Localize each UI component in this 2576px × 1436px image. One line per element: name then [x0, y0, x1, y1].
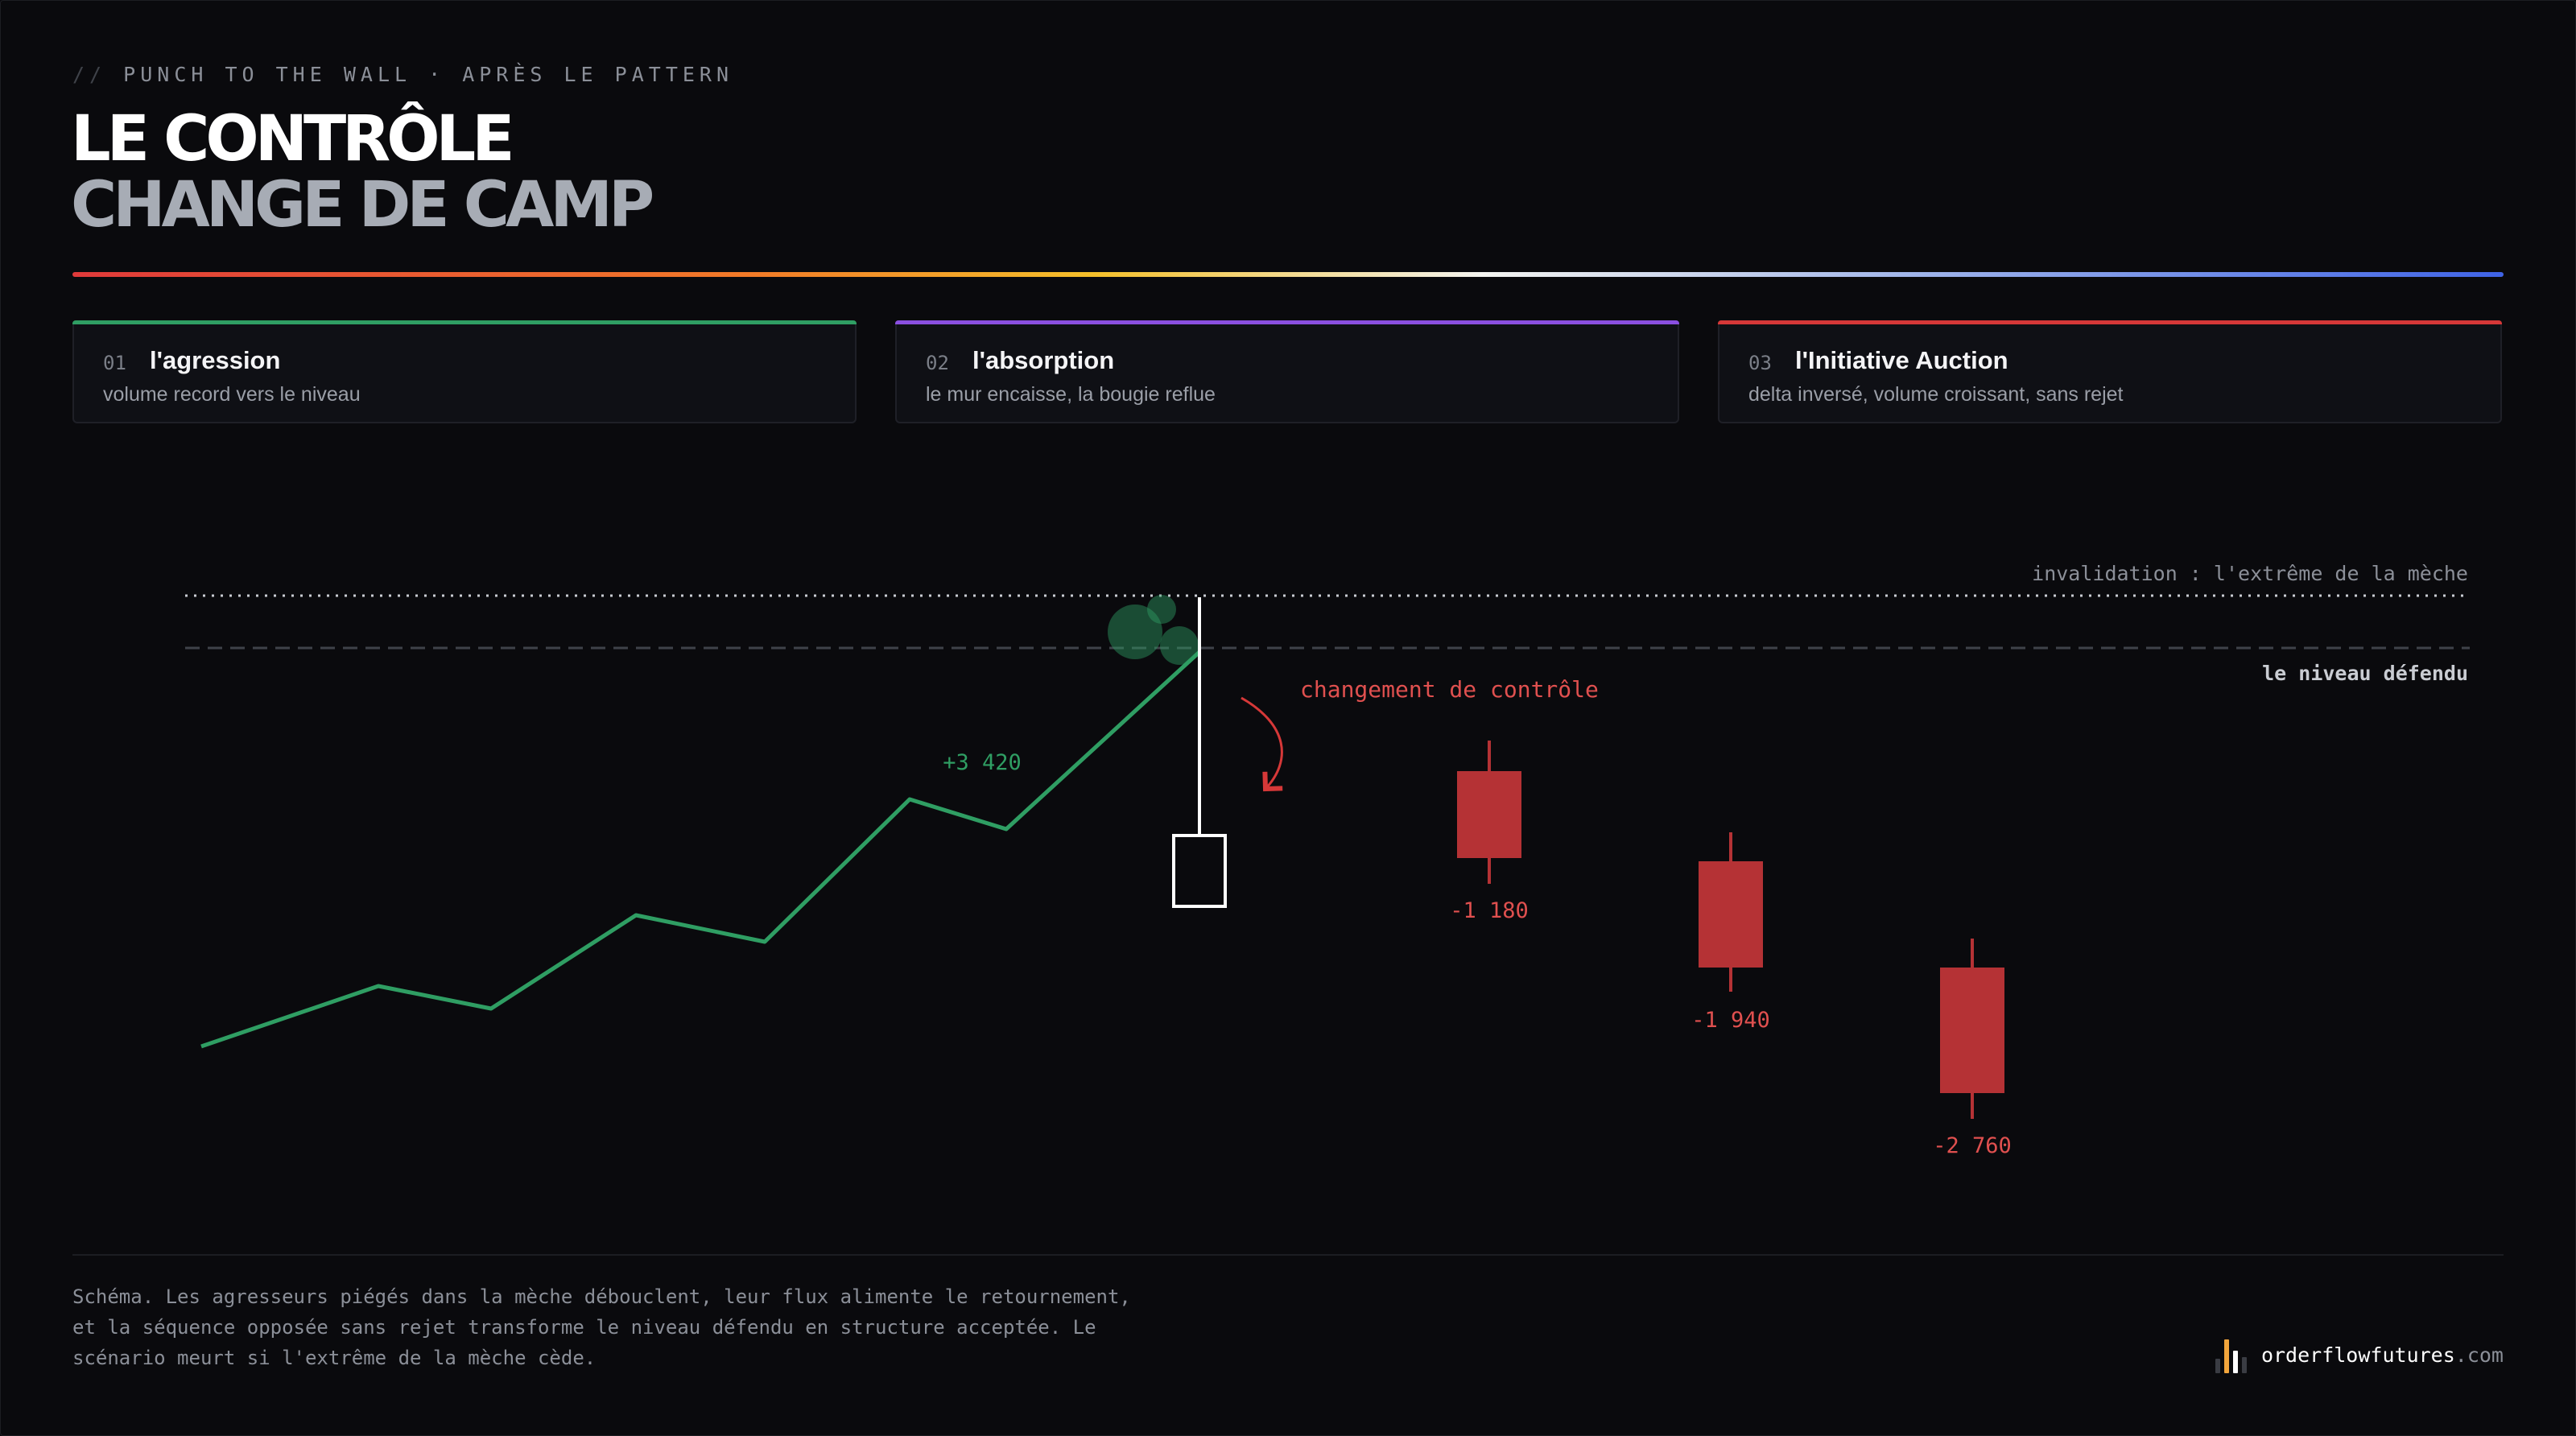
- candle-delta-label: -1 180: [1450, 898, 1529, 923]
- card-subtitle: le mur encaisse, la bougie reflue: [926, 383, 1216, 406]
- card-number: 02: [926, 352, 949, 374]
- card-title: l'Initiative Auction: [1795, 346, 2008, 374]
- card-accent-bar: [1718, 320, 2502, 324]
- aggression-line: [200, 650, 1201, 1049]
- candle-delta-label: -2 760: [1933, 1133, 2012, 1158]
- page-title: LE CONTRÔLE CHANGE DE CAMP: [71, 103, 654, 241]
- card-absorption: 02 l'absorption le mur encaisse, la boug…: [895, 320, 1679, 423]
- candle-body: [1457, 771, 1521, 858]
- bearish-candle-1: -1 180: [1450, 741, 1529, 923]
- bearish-candle-3: -2 760: [1933, 939, 2012, 1158]
- card-title: l'absorption: [972, 346, 1115, 374]
- control-change-label: changement de contrôle: [1300, 676, 1599, 703]
- card-accent-bar: [895, 320, 1679, 324]
- control-change-arrow: [1241, 696, 1283, 792]
- brand-link[interactable]: orderflowfutures.com: [2261, 1343, 2504, 1367]
- card-initiative-auction: 03 l'Initiative Auction delta inversé, v…: [1718, 320, 2502, 423]
- card-subtitle: delta inversé, volume croissant, sans re…: [1748, 383, 2124, 406]
- card-subtitle: volume record vers le niveau: [103, 383, 361, 406]
- card-title: l'agression: [150, 346, 281, 374]
- card-number: 03: [1748, 352, 1772, 374]
- brand: orderflowfutures.com: [2215, 1336, 2504, 1373]
- aggression-delta-label: +3 420: [943, 750, 1022, 775]
- eyebrow-text: PUNCH TO THE WALL · APRÈS LE PATTERN: [123, 63, 734, 86]
- gradient-divider: [72, 272, 2504, 277]
- absorption-bubble: [1147, 595, 1176, 624]
- absorption-bubble: [1160, 626, 1199, 665]
- absorption-bubble: [1108, 605, 1162, 659]
- footer-divider: [72, 1254, 2504, 1256]
- card-number: 01: [103, 352, 126, 374]
- brand-tld: .com: [2454, 1343, 2504, 1367]
- candle-body: [1940, 968, 2004, 1093]
- card-accent-bar: [72, 320, 857, 324]
- brand-logo-icon: [2215, 1336, 2247, 1373]
- title-line-2: CHANGE DE CAMP: [71, 169, 654, 241]
- invalidation-label: invalidation : l'extrême de la mèche: [2032, 562, 2468, 585]
- defended-level-label: le niveau défendu: [2262, 662, 2468, 685]
- card-aggression: 01 l'agression volume record vers le niv…: [72, 320, 857, 423]
- candle-body: [1699, 861, 1763, 968]
- eyebrow-slash: //: [72, 63, 107, 86]
- bearish-candle-2: -1 940: [1691, 832, 1770, 1033]
- wick-candle-body: [1172, 834, 1227, 908]
- brand-name: orderflowfutures: [2260, 1343, 2455, 1367]
- title-line-1: LE CONTRÔLE: [71, 103, 515, 175]
- footer-caption: Schéma. Les agresseurs piégés dans la mè…: [72, 1285, 1131, 1369]
- candle-delta-label: -1 940: [1691, 1008, 1770, 1033]
- eyebrow: // PUNCH TO THE WALL · APRÈS LE PATTERN: [72, 63, 733, 86]
